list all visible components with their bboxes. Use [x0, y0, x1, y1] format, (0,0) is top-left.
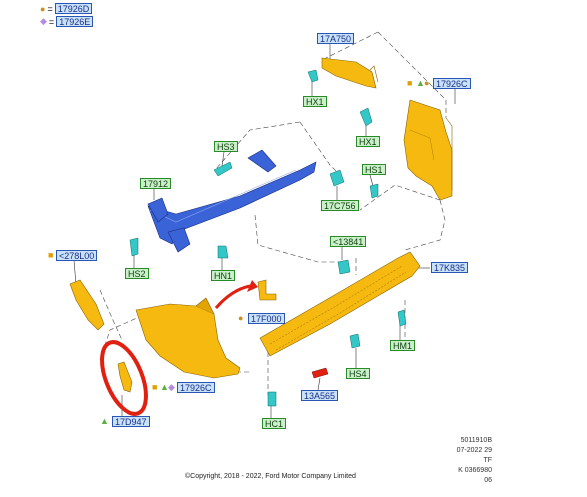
diamond-marker-icon: ◆ — [40, 16, 47, 26]
fastener-hx1-top — [307, 69, 319, 83]
reinforcement-beam-17912 — [147, 149, 317, 253]
fastener-hs3 — [213, 161, 233, 177]
callout-hm1[interactable]: HM1 — [390, 340, 416, 351]
fastener-hs2 — [129, 237, 139, 257]
reference-line-2: 07-2022 29 — [456, 447, 492, 454]
clip-13841 — [337, 259, 351, 275]
legend-equals: = — [47, 3, 53, 14]
assembly-leader-lines — [99, 31, 447, 395]
circle-marker-icon: ● — [238, 313, 244, 323]
square-marker-icon: ■ — [48, 250, 54, 260]
callout-17a750[interactable]: 17A750 — [317, 33, 355, 44]
legend-code-17926d[interactable]: 17926D — [54, 3, 93, 14]
callout-hs1[interactable]: HS1 — [362, 164, 386, 175]
side-bracket-17926c-upper — [403, 99, 453, 201]
reference-line-4: K 0366980 06 — [458, 467, 492, 484]
callout-hs3[interactable]: HS3 — [214, 141, 238, 152]
step-plate-17k835 — [259, 251, 421, 357]
fastener-hn1 — [217, 245, 229, 259]
callout-17f000[interactable]: 17F000 — [248, 313, 285, 324]
callout-hx1-top[interactable]: HX1 — [303, 96, 327, 107]
circle-marker-icon: ● — [40, 3, 46, 14]
highlight-ellipse — [100, 340, 148, 416]
reference-block: 5011910B 07-2022 29 TF K 0366980 06 — [452, 436, 492, 486]
callout-17926c-top[interactable]: 17926C — [433, 78, 471, 89]
copyright-text: ©Copyright, 2018 - 2022, Ford Motor Comp… — [185, 473, 356, 480]
reference-line-3: TF — [483, 457, 492, 464]
circle-marker-icon: ● — [424, 78, 430, 88]
callout-13a565[interactable]: 13A565 — [301, 390, 339, 401]
bracket-17a750 — [321, 57, 379, 89]
fastener-hc1 — [267, 391, 277, 407]
bracket-17f000 — [257, 279, 277, 301]
fastener-hs1 — [369, 183, 379, 199]
callout-17d947[interactable]: 17D947 — [112, 416, 150, 427]
clip-13a565 — [311, 367, 329, 379]
legend-code-17926e[interactable]: 17926E — [56, 16, 94, 27]
callout-17k835[interactable]: 17K835 — [431, 262, 469, 273]
side-strip-278l00 — [69, 279, 105, 331]
highlight-arrow — [214, 284, 251, 309]
lower-bumper-corner — [135, 297, 241, 379]
callout-hs2[interactable]: HS2 — [125, 268, 149, 279]
legend-row-17926e: ◆ = 17926E — [40, 16, 94, 27]
fasteners — [129, 69, 407, 407]
callout-17926c-bottom[interactable]: 17926C — [177, 382, 215, 393]
triangle-marker-icon: ▲ — [416, 78, 425, 88]
triangle-marker-icon: ▲ — [100, 416, 109, 426]
diamond-marker-icon: ◆ — [168, 382, 175, 392]
callout-hn1[interactable]: HN1 — [211, 270, 236, 281]
legend-row-17926d: ● = 17926D — [40, 3, 93, 14]
callout-hx1-mid[interactable]: HX1 — [356, 136, 380, 147]
square-marker-icon: ■ — [407, 78, 413, 88]
strip-17d947 — [117, 361, 133, 393]
fastener-17c756 — [329, 169, 345, 187]
fastener-hs4 — [349, 333, 361, 349]
callout-13841[interactable]: <13841 — [330, 236, 367, 247]
triangle-marker-icon: ▲ — [160, 382, 169, 392]
callout-17912[interactable]: 17912 — [140, 178, 172, 189]
reference-line-1: 5011910B — [460, 437, 492, 444]
callout-278l00[interactable]: <278L00 — [56, 250, 98, 261]
square-marker-icon: ■ — [152, 382, 158, 392]
legend-equals: = — [48, 16, 55, 27]
callout-hc1[interactable]: HC1 — [262, 418, 287, 429]
fastener-hx1-mid — [359, 107, 373, 127]
highlight-arrow-head — [247, 280, 258, 292]
callout-hs4[interactable]: HS4 — [346, 368, 370, 379]
callout-17c756[interactable]: 17C756 — [321, 200, 359, 211]
fastener-hm1 — [397, 309, 407, 327]
callout-leaders — [73, 44, 456, 418]
